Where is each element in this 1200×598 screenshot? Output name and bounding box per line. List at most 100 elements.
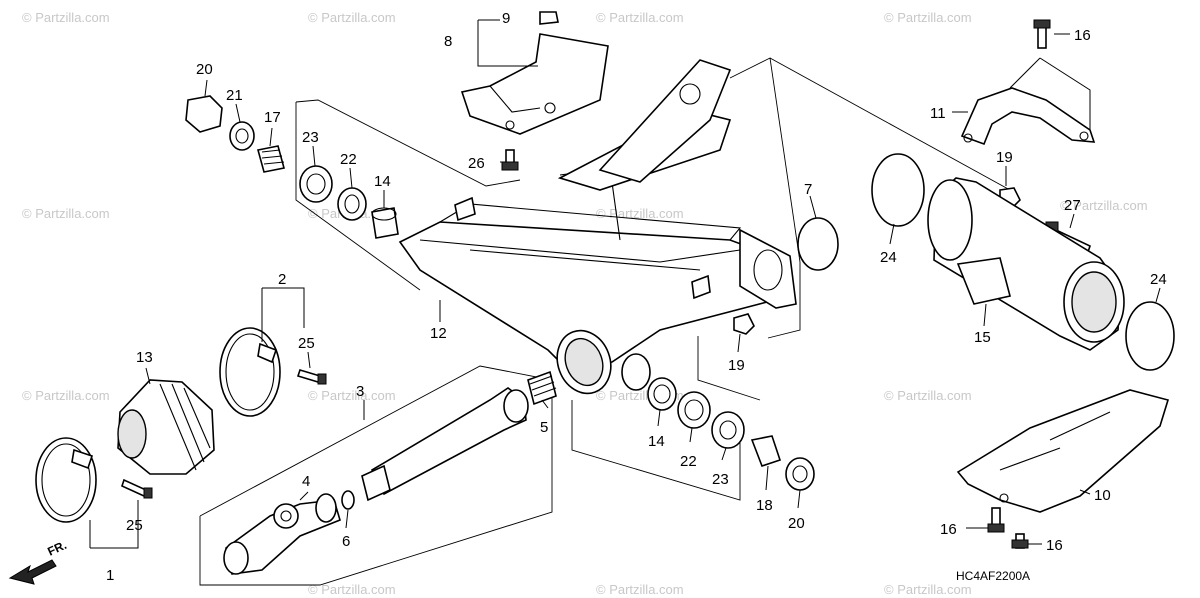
screw-shank: [296, 369, 322, 383]
spacer-collar: [647, 377, 677, 411]
callout-18[interactable]: 18: [756, 497, 773, 514]
callout-19-upper[interactable]: 19: [996, 149, 1013, 166]
screw-25-upper: [296, 369, 327, 385]
bearing-outer: [337, 187, 367, 221]
callout-25-upper[interactable]: 25: [298, 335, 315, 352]
leader-6: [345, 509, 349, 529]
housing-15: [927, 177, 1125, 351]
callout-14-left[interactable]: 14: [374, 173, 391, 190]
callout-1[interactable]: 1: [106, 567, 114, 584]
callout-9[interactable]: 9: [502, 10, 510, 27]
callout-12[interactable]: 12: [430, 325, 447, 342]
callout-16-lower-right[interactable]: 16: [1046, 537, 1063, 554]
guard-hole: [505, 120, 515, 130]
screw-head: [317, 373, 327, 385]
leader-19-center: [737, 333, 741, 353]
nut-19-center: [733, 313, 755, 335]
bolt-head: [1011, 539, 1029, 549]
leader-14-right: [657, 409, 661, 427]
callout-27[interactable]: 27: [1064, 197, 1081, 214]
callout-8[interactable]: 8: [444, 33, 452, 50]
joint-yoke-end: [223, 541, 249, 575]
watermark: © Partzilla.com: [308, 10, 396, 25]
spring: [257, 145, 285, 173]
callout-6[interactable]: 6: [342, 533, 350, 550]
driveshaft-outline: [199, 365, 553, 586]
bolt-16-top: [1033, 19, 1051, 49]
boot-folds: [159, 383, 211, 471]
leader-27: [1069, 213, 1075, 229]
joint-cross-cap: [280, 510, 292, 522]
upper-guard: [460, 11, 609, 135]
clamp-ring-inner: [41, 443, 91, 517]
callout-2[interactable]: 2: [278, 271, 286, 288]
leader-23-right: [721, 447, 727, 461]
clamp-tab: [257, 342, 278, 364]
callout-11[interactable]: 11: [930, 105, 946, 122]
callout-labels: 9 8 26 20 21 17 23 22 14 7 16 11 19 27 2…: [106, 10, 1167, 584]
callout-22-left[interactable]: 22: [340, 151, 357, 168]
leader-16-top: [1039, 57, 1091, 130]
locknut-20-inner: [792, 465, 808, 483]
bearing-inner: [344, 194, 360, 214]
callout-13[interactable]: 13: [136, 349, 153, 366]
guard-hole: [544, 102, 556, 114]
callout-10[interactable]: 10: [1094, 487, 1111, 504]
front-direction-arrow: FR.: [8, 538, 69, 585]
leader-8: [477, 20, 538, 67]
screw-shank: [121, 478, 147, 498]
callout-16-lower-left[interactable]: 16: [940, 521, 957, 538]
bearing-outer: [299, 165, 333, 203]
callout-26[interactable]: 26: [468, 155, 485, 172]
housing-front-flange: [927, 179, 973, 261]
housing-rear-bore: [1071, 271, 1117, 333]
callout-7[interactable]: 7: [804, 181, 812, 198]
callout-15[interactable]: 15: [974, 329, 991, 346]
swingarm-end-plate: [739, 228, 797, 309]
right-bearing-outline: [571, 400, 741, 501]
callout-17[interactable]: 17: [264, 109, 281, 126]
leader-18: [765, 465, 769, 491]
leader-22-left: [349, 167, 353, 189]
callout-24-right[interactable]: 24: [1150, 271, 1167, 288]
shaft-spline: [361, 464, 391, 502]
swingarm: [398, 59, 797, 395]
right-bearing-stack: [647, 377, 815, 491]
callout-21[interactable]: 21: [226, 87, 243, 104]
clamp-ring: [219, 327, 281, 417]
boot-opening: [117, 409, 147, 459]
clamp-ring: [35, 437, 97, 523]
watermark: © Partzilla.com: [884, 582, 972, 597]
callout-22-right[interactable]: 22: [680, 453, 697, 470]
joint-yoke-end: [315, 493, 337, 523]
housing-bracket: [956, 257, 1011, 305]
callout-23-left[interactable]: 23: [302, 129, 319, 146]
callout-5[interactable]: 5: [540, 419, 548, 436]
swingarm-upper-plate: [598, 59, 732, 183]
callout-25-lower[interactable]: 25: [126, 517, 143, 534]
drive-shaft-3: [361, 387, 529, 502]
callout-24-left[interactable]: 24: [880, 249, 897, 266]
lower-guard-10: [956, 389, 1170, 513]
callout-4[interactable]: 4: [302, 473, 310, 490]
swingarm-end-bore: [753, 249, 783, 291]
callout-23-right[interactable]: 23: [712, 471, 729, 488]
callout-3[interactable]: 3: [356, 383, 364, 400]
swingarm-clip: [454, 196, 476, 222]
callout-19-center[interactable]: 19: [728, 357, 745, 374]
clamp-band: [960, 87, 1096, 146]
frame-outline: [769, 57, 1011, 191]
group-outlines: [199, 57, 1011, 586]
callout-16-top[interactable]: 16: [1074, 27, 1091, 44]
swingarm-left-bore-inner: [564, 337, 604, 387]
leader-23-left: [312, 145, 316, 167]
leader-lines: [89, 19, 1161, 549]
clamp-band-2: [219, 327, 281, 417]
callout-20-left[interactable]: 20: [196, 61, 213, 78]
o-ring-24-right: [1125, 301, 1175, 371]
callout-20-right[interactable]: 20: [788, 515, 805, 532]
clamp-tab: [71, 448, 94, 470]
watermark: © Partzilla.com: [596, 582, 684, 597]
callout-14-right[interactable]: 14: [648, 433, 665, 450]
leader-20-right: [797, 489, 801, 509]
